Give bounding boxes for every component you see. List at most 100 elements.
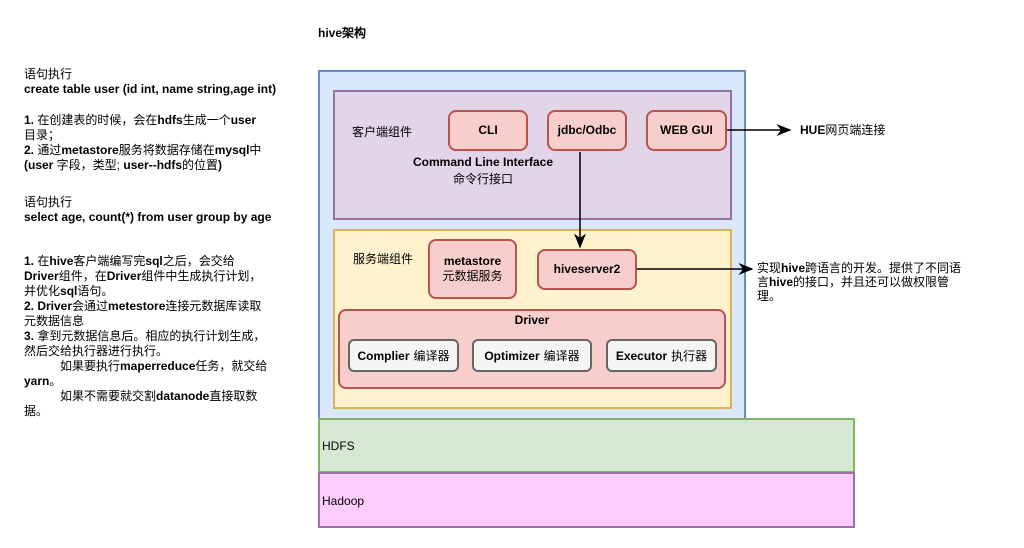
- note-text: 会通过: [72, 299, 109, 313]
- cli-description-cn: 命令行接口: [452, 172, 513, 186]
- note-text: 据。: [24, 404, 49, 418]
- note-section1-items: 1. 在创建表的时候，会在hdfs生成一个user 目录； 2. 通过metas…: [24, 113, 261, 173]
- hadoop-label: Hadoop: [322, 494, 365, 508]
- note-text: 在创建表的时候，会在: [34, 113, 158, 127]
- note-section2-items: 1. 在hive客户端编写完sql之后，会交给 Driver组件，在Driver…: [24, 254, 267, 419]
- note-text: 元数据信息: [24, 314, 85, 328]
- note-item: (user 字段，类型; user--hdfs的位置): [24, 158, 261, 173]
- sql-text: select age, count(*) from user group by …: [24, 210, 272, 224]
- executor-label: Executor: [615, 348, 668, 363]
- note-item: 2. Driver会通过metestore连接元数据库读取: [24, 299, 267, 314]
- hiveserver2-label: hiveserver2: [553, 262, 621, 276]
- note-keyword: datanode: [156, 389, 210, 403]
- note-text: 组件，在: [58, 269, 107, 283]
- note-keyword: hdfs: [157, 113, 183, 127]
- note-keyword: ): [218, 158, 223, 172]
- note-text: 并优化: [24, 284, 61, 298]
- note-text: 如果不需要就交割: [60, 389, 157, 403]
- web-gui-label: WEB GUI: [660, 123, 713, 137]
- server-group-label: 服务端组件: [353, 252, 414, 266]
- annotation-keyword: hive: [781, 261, 806, 275]
- client-group-label: 客户端组件: [352, 125, 413, 139]
- annotation-line: 实现hive跨语言的开发。提供了不同语: [757, 261, 997, 275]
- jdbc-odbc-box[interactable]: jdbc/Odbc: [547, 110, 627, 151]
- note-item: 3. 拿到元数据信息后。相应的执行计划生成，: [24, 329, 267, 344]
- note-item: 如果要执行maperreduce任务，就交给: [24, 359, 267, 374]
- web-gui-box[interactable]: WEB GUI: [646, 110, 727, 151]
- note-keyword: metestore: [108, 299, 166, 313]
- note-text: 生成一个: [182, 113, 231, 127]
- note-item: Driver组件，在Driver组件中生成执行计划，: [24, 269, 267, 284]
- note-text: 如果要执行: [60, 359, 121, 373]
- note-text: 连接元数据库读取: [165, 299, 262, 313]
- compiler-label: Complier: [357, 348, 410, 363]
- note-text: 服务将数据存储在: [118, 143, 215, 157]
- note-keyword: user: [230, 113, 257, 127]
- note-text: 通过: [34, 143, 62, 157]
- note-text: 在: [34, 254, 50, 268]
- note-item: 并优化sql语句。: [24, 284, 267, 299]
- annotation-text: 言: [757, 275, 770, 289]
- jdbc-odbc-label: jdbc/Odbc: [557, 123, 617, 137]
- hue-annotation: HUE网页端连接: [800, 123, 885, 137]
- hadoop-layer: Hadoop: [318, 472, 855, 528]
- sql-text: create table user (id int, name string,a…: [24, 82, 277, 96]
- note-keyword: Driver: [106, 269, 142, 283]
- hdfs-label: HDFS: [322, 439, 355, 453]
- diagram-title: hive架构: [318, 26, 367, 40]
- note-text: 拿到元数据信息后。相应的执行计划生成，: [34, 329, 266, 343]
- metastore-cn-label: 元数据服务: [442, 269, 503, 283]
- note-item: 1. 在hive客户端编写完sql之后，会交给: [24, 254, 267, 269]
- note-section2: 语句执行 select age, count(*) from user grou…: [24, 195, 271, 225]
- note-keyword: Driver: [24, 269, 59, 283]
- optimizer-cn-label: 编译器: [543, 349, 580, 363]
- note-item: 1. 在创建表的时候，会在hdfs生成一个user: [24, 113, 261, 128]
- note-item: 如果不需要就交割datanode直接取数: [24, 389, 267, 404]
- compiler-cn-label: 编译器: [413, 349, 450, 363]
- annotation-text: 的接口，并且还可以做权限管: [793, 275, 950, 289]
- cli-label: CLI: [478, 123, 498, 137]
- note-keyword: sql: [60, 284, 78, 298]
- hue-keyword: HUE: [800, 123, 826, 137]
- note-keyword: maperreduce: [120, 359, 196, 373]
- note-sql: select age, count(*) from user group by …: [24, 210, 271, 225]
- note-text: 字段，类型;: [53, 158, 124, 172]
- note-text: 的位置: [182, 158, 219, 172]
- note-keyword: mysql: [214, 143, 250, 157]
- note-heading: 语句执行: [24, 195, 73, 209]
- hiveserver2-annotation: 实现hive跨语言的开发。提供了不同语 言hive的接口，并且还可以做权限管 理…: [757, 261, 997, 303]
- note-keyword: yarn: [24, 374, 50, 388]
- metastore-label: metastore: [443, 254, 502, 268]
- note-heading: 语句执行: [24, 67, 73, 81]
- item-number: 1.: [24, 254, 35, 268]
- note-text: 中: [249, 143, 262, 157]
- annotation-keyword: hive: [769, 275, 794, 289]
- item-number: 1.: [24, 113, 35, 127]
- hue-text: 网页端连接: [825, 123, 886, 137]
- driver-label: Driver: [514, 313, 550, 327]
- item-number: 2. Driver: [24, 299, 73, 313]
- note-text: 然后交给执行器进行执行。: [24, 344, 169, 358]
- cli-description-en: Command Line Interface: [412, 155, 554, 169]
- optimizer-label: Optimizer: [484, 348, 540, 363]
- metastore-box[interactable]: metastore 元数据服务: [428, 239, 517, 299]
- note-text: 组件中生成执行计划，: [141, 269, 262, 283]
- hdfs-layer: HDFS: [318, 418, 855, 473]
- note-text: 客户端编写完: [73, 254, 146, 268]
- note-keyword: user--hdfs: [123, 158, 183, 172]
- annotation-line: 理。: [757, 289, 997, 303]
- item-number: 2.: [24, 143, 35, 157]
- note-keyword: hive: [49, 254, 74, 268]
- hiveserver2-box[interactable]: hiveserver2: [537, 249, 637, 290]
- item-number: 3.: [24, 329, 35, 343]
- note-text: 。: [49, 374, 62, 388]
- note-text: 直接取数: [209, 389, 258, 403]
- note-text: 目录；: [24, 128, 61, 142]
- annotation-text: 实现: [757, 261, 782, 275]
- note-text: 任务，就交给: [195, 359, 268, 373]
- cli-box[interactable]: CLI: [448, 110, 528, 151]
